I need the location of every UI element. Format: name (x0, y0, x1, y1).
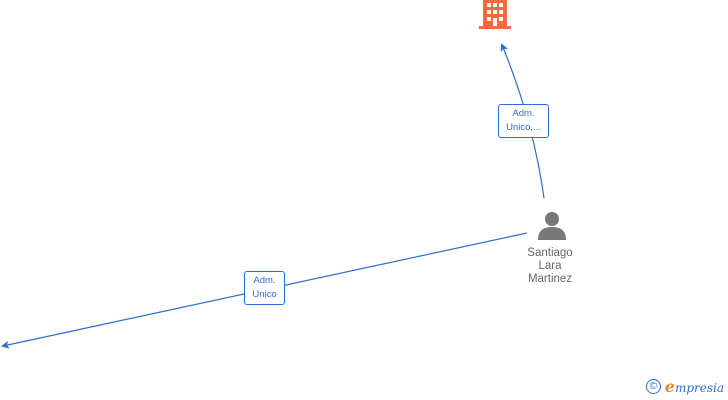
edge-label-company[interactable]: Adm. Unico,... (498, 104, 549, 138)
person-name-line: Martinez (527, 273, 573, 285)
edge-label-left[interactable]: Adm. Unico (244, 271, 285, 305)
footer-brand: © empresia (645, 377, 724, 396)
person-name-line: Santiago (527, 247, 573, 259)
edge-label-line: Adm. (253, 275, 276, 286)
person-icon[interactable] (538, 212, 566, 240)
person-name-line: Lara (538, 260, 562, 272)
edge-label-line: Unico (252, 289, 277, 300)
person-name[interactable]: Santiago Lara Martinez (510, 247, 590, 286)
copyright-icon: © (645, 379, 661, 394)
brand-rest: mpresia (674, 381, 724, 395)
brand-logo[interactable]: empresia (665, 377, 724, 396)
edge-label-line: Unico,... (506, 122, 541, 133)
brand-initial: e (664, 377, 675, 396)
building-icon[interactable] (479, 0, 511, 29)
edge-label-line: Adm. (512, 108, 535, 119)
